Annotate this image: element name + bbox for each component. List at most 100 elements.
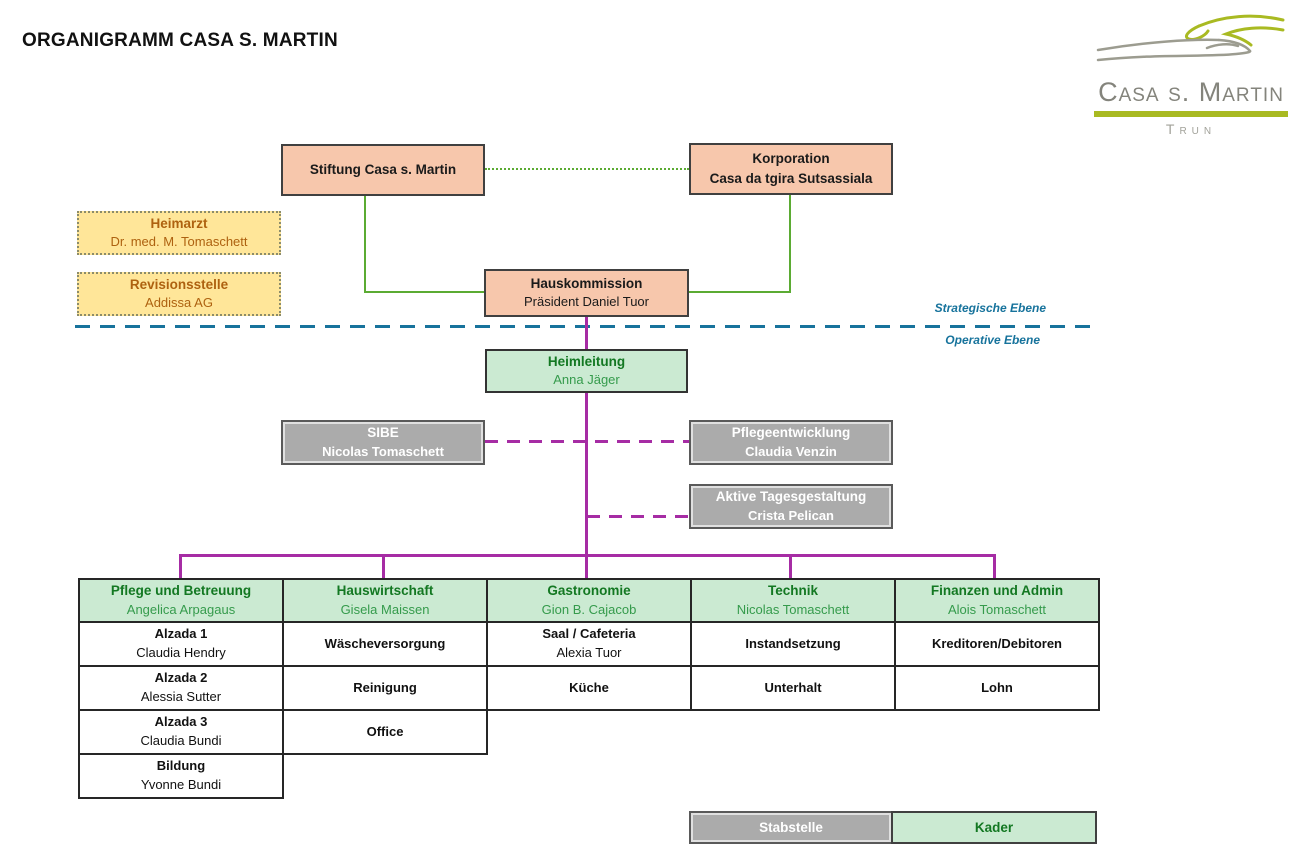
logo-bar	[1094, 111, 1288, 117]
connector-stiftung-hauskommission-v	[364, 196, 366, 293]
connector-stub-dept-5	[993, 554, 996, 579]
box-heimarzt: Heimarzt Dr. med. M. Tomaschett	[77, 211, 281, 255]
dept-title: Finanzen und Admin	[930, 583, 1064, 599]
box-heimleitung-subtitle: Anna Jäger	[553, 372, 620, 388]
unit-person: Claudia Bundi	[140, 733, 222, 748]
connector-stiftung-hauskommission-h	[364, 291, 484, 293]
unit-title: Alzada 3	[154, 714, 208, 730]
box-heimarzt-title: Heimarzt	[150, 215, 208, 231]
unit-cell: Alzada 2 Alessia Sutter	[78, 665, 284, 711]
dept-col-gastronomie: Gastronomie Gion B. Cajacob Saal / Cafet…	[486, 578, 692, 799]
unit-title: Reinigung	[353, 679, 417, 695]
page-title: ORGANIGRAMM CASA S. MARTIN	[22, 30, 338, 51]
connector-stub-dept-4	[789, 554, 792, 579]
box-pflegeentwicklung: Pflegeentwicklung Claudia Venzin	[689, 420, 893, 465]
box-aktive-tagesgestaltung-subtitle: Crista Pelican	[748, 507, 834, 523]
box-korporation: Korporation Casa da tgira Sutsassiala	[689, 143, 893, 195]
unit-cell: Saal / Cafeteria Alexia Tuor	[486, 621, 692, 667]
department-table: Pflege und Betreuung Angelica Arpagaus A…	[78, 578, 1100, 799]
box-heimleitung: Heimleitung Anna Jäger	[485, 349, 688, 393]
unit-cell: Alzada 3 Claudia Bundi	[78, 709, 284, 755]
unit-cell: Bildung Yvonne Bundi	[78, 753, 284, 799]
box-sibe: SIBE Nicolas Tomaschett	[281, 420, 485, 465]
dept-col-technik: Technik Nicolas Tomaschett Instandsetzun…	[690, 578, 896, 799]
box-sibe-subtitle: Nicolas Tomaschett	[322, 443, 444, 459]
unit-cell: Unterhalt	[690, 665, 896, 711]
dept-title: Pflege und Betreuung	[110, 583, 252, 599]
legend-kader: Kader	[891, 811, 1097, 844]
label-operative-level: Operative Ebene	[945, 333, 1040, 347]
unit-cell: Küche	[486, 665, 692, 711]
dept-title: Hauswirtschaft	[336, 583, 434, 599]
connector-sibe-pflegeentwicklung	[485, 440, 689, 443]
connector-stub-dept-3	[585, 554, 588, 579]
box-hauskommission-title: Hauskommission	[530, 275, 643, 291]
dept-title: Gastronomie	[547, 583, 631, 599]
unit-title: Unterhalt	[764, 679, 822, 695]
connector-stiftung-korporation	[485, 168, 689, 170]
unit-cell: Office	[282, 709, 488, 755]
box-revisionsstelle-subtitle: Addissa AG	[145, 295, 213, 311]
dept-head: Gisela Maissen	[340, 601, 430, 617]
dept-col-pflege-und-betreuung: Pflege und Betreuung Angelica Arpagaus A…	[78, 578, 284, 799]
box-pflegeentwicklung-subtitle: Claudia Venzin	[745, 443, 837, 459]
legend-stabstelle: Stabstelle	[689, 811, 893, 844]
connector-korporation-hauskommission-v	[789, 195, 791, 293]
unit-person: Yvonne Bundi	[140, 777, 222, 792]
dept-head: Gion B. Cajacob	[541, 601, 637, 617]
box-korporation-subtitle: Casa da tgira Sutsassiala	[709, 171, 873, 186]
connector-heimleitung-departments	[585, 393, 588, 556]
connector-korporation-hauskommission-h	[689, 291, 791, 293]
box-stiftung-title: Stiftung Casa s. Martin	[309, 162, 457, 178]
unit-title: Instandsetzung	[745, 635, 841, 651]
unit-cell: Reinigung	[282, 665, 488, 711]
box-pflegeentwicklung-title: Pflegeentwicklung	[731, 425, 851, 441]
unit-title: Lohn	[981, 679, 1013, 695]
connector-stub-dept-2	[382, 554, 385, 579]
hands-icon	[1096, 14, 1285, 62]
unit-person: Alessia Sutter	[140, 689, 222, 704]
unit-cell: Kreditoren/Debitoren	[894, 621, 1100, 667]
unit-cell: Alzada 1 Claudia Hendry	[78, 621, 284, 667]
box-hauskommission-subtitle: Präsident Daniel Tuor	[523, 294, 649, 310]
level-divider-line	[75, 325, 1090, 328]
unit-title: Alzada 2	[154, 670, 208, 686]
dept-head: Nicolas Tomaschett	[736, 601, 850, 617]
dept-title: Technik	[767, 583, 818, 599]
connector-spine-aktive-tagesgestaltung	[587, 515, 689, 518]
logo: Casa s. Martin Trun	[1092, 10, 1290, 137]
box-korporation-title: Korporation	[752, 151, 830, 167]
unit-title: Alzada 1	[154, 626, 208, 642]
dept-header: Hauswirtschaft Gisela Maissen	[282, 578, 488, 623]
dept-header: Pflege und Betreuung Angelica Arpagaus	[78, 578, 284, 623]
box-hauskommission: Hauskommission Präsident Daniel Tuor	[484, 269, 689, 317]
box-sibe-title: SIBE	[367, 425, 399, 441]
unit-title: Office	[366, 723, 404, 739]
unit-title: Saal / Cafeteria	[542, 626, 636, 642]
unit-cell: Lohn	[894, 665, 1100, 711]
dept-header: Finanzen und Admin Alois Tomaschett	[894, 578, 1100, 623]
dept-head: Angelica Arpagaus	[126, 601, 236, 617]
unit-person: Claudia Hendry	[136, 645, 226, 660]
unit-cell: Instandsetzung	[690, 621, 896, 667]
box-heimarzt-subtitle: Dr. med. M. Tomaschett	[110, 234, 248, 250]
unit-title: Bildung	[156, 758, 206, 774]
dept-col-hauswirtschaft: Hauswirtschaft Gisela Maissen Wäschevers…	[282, 578, 488, 799]
dept-head: Alois Tomaschett	[947, 601, 1047, 617]
box-revisionsstelle: Revisionsstelle Addissa AG	[77, 272, 281, 316]
label-strategic-level: Strategische Ebene	[934, 301, 1046, 315]
unit-title: Wäscheversorgung	[324, 635, 446, 651]
box-stiftung: Stiftung Casa s. Martin	[281, 144, 485, 196]
dept-header: Technik Nicolas Tomaschett	[690, 578, 896, 623]
box-revisionsstelle-title: Revisionsstelle	[129, 276, 229, 292]
connector-hauskommission-heimleitung	[585, 317, 588, 349]
logo-brand: Casa s. Martin	[1098, 77, 1284, 107]
unit-person: Alexia Tuor	[556, 645, 622, 660]
legend-stabstelle-label: Stabstelle	[759, 819, 823, 835]
dept-header: Gastronomie Gion B. Cajacob	[486, 578, 692, 623]
connector-stub-dept-1	[179, 554, 182, 579]
logo-location: Trun	[1165, 121, 1217, 137]
box-aktive-tagesgestaltung: Aktive Tagesgestaltung Crista Pelican	[689, 484, 893, 529]
box-heimleitung-title: Heimleitung	[547, 353, 626, 369]
